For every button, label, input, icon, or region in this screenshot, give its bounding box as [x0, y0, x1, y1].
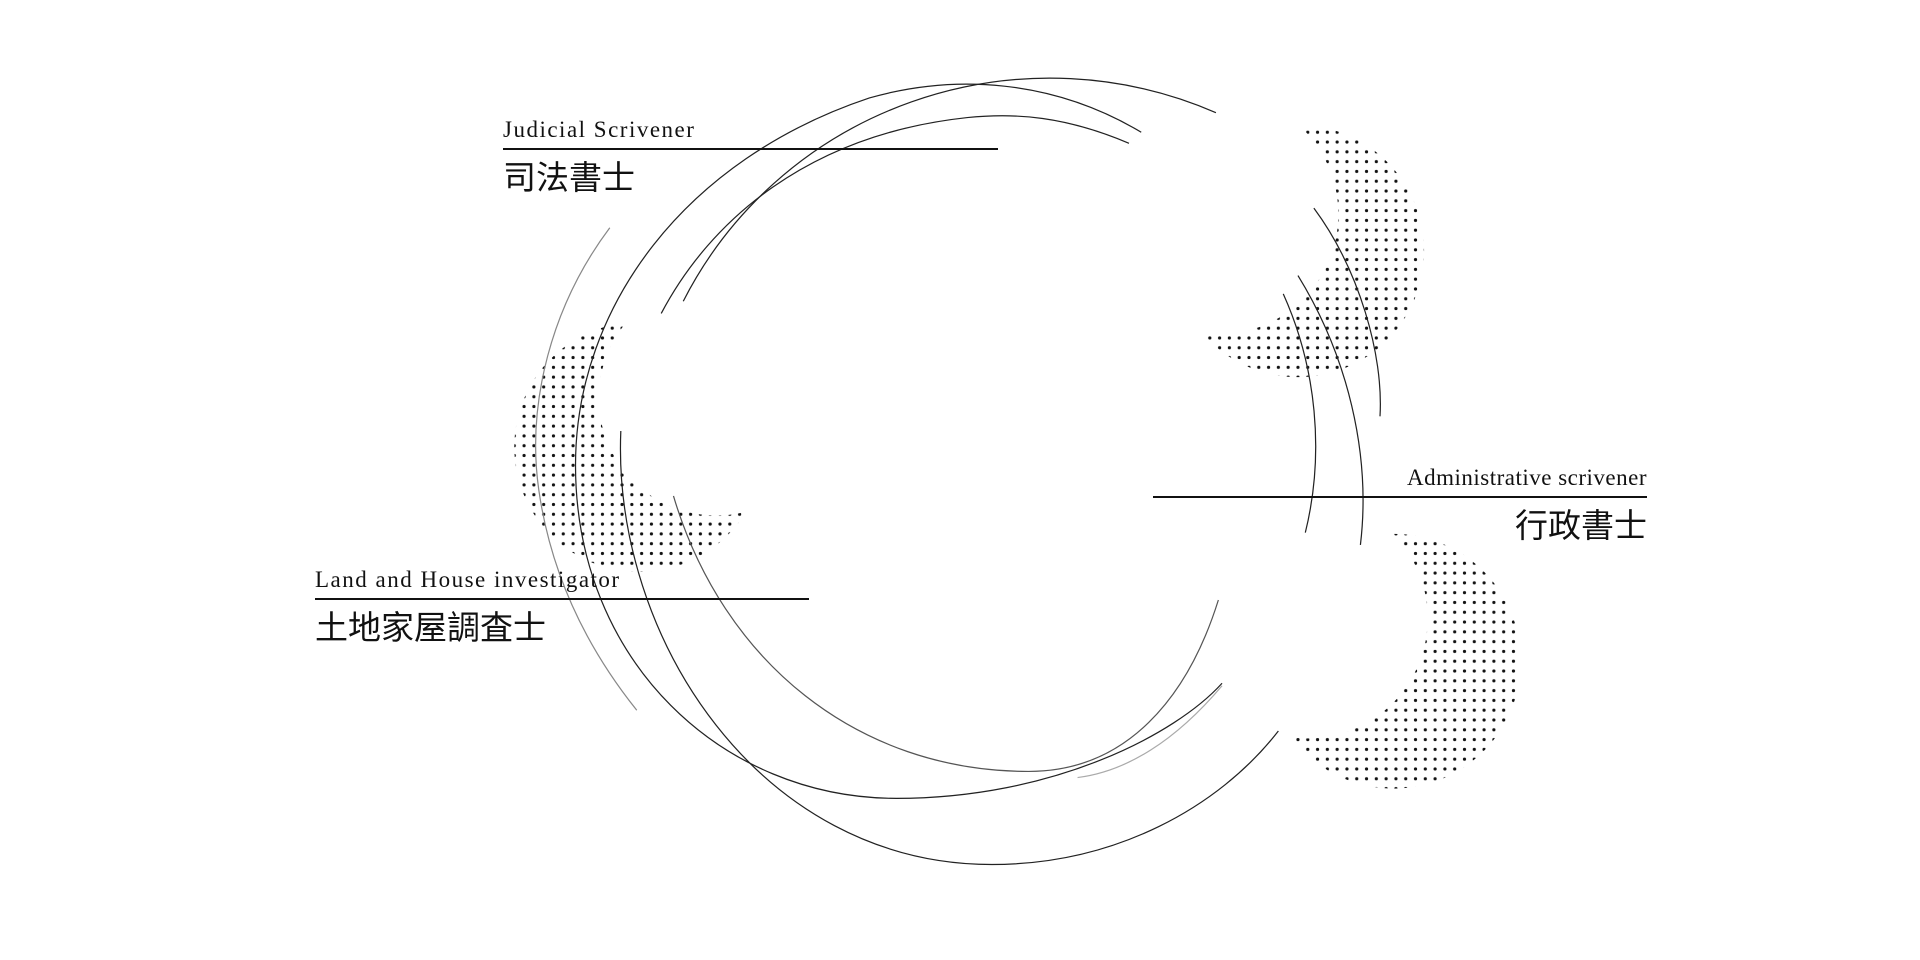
arc-faded-bottom	[1077, 685, 1223, 779]
label-administrative-scrivener: Administrative scrivener 行政書士	[1153, 464, 1647, 548]
arc-inner-bottom	[672, 495, 1219, 773]
admin-japanese-title: 行政書士	[1515, 506, 1647, 545]
divider	[315, 598, 809, 600]
admin-english-title: Administrative scrivener	[1406, 465, 1647, 490]
arc-middle	[574, 83, 1223, 799]
arc-right-1	[1313, 207, 1381, 417]
land-english-title: Land and House investigator	[315, 567, 621, 592]
label-land-house-investigator: Land and House investigator 土地家屋調査士	[315, 566, 809, 650]
judicial-japanese-title: 司法書士	[503, 158, 635, 197]
arc-right-3	[1282, 293, 1317, 533]
arc-outer	[682, 77, 1217, 302]
divider	[1153, 496, 1647, 498]
label-judicial-scrivener: Judicial Scrivener 司法書士	[503, 116, 998, 200]
arc-right-2	[1297, 275, 1364, 545]
arc-inner	[660, 115, 1130, 314]
judicial-english-title: Judicial Scrivener	[503, 117, 696, 142]
divider	[503, 148, 998, 150]
arc-faded-left	[535, 227, 638, 711]
land-japanese-title: 土地家屋調査士	[315, 608, 546, 647]
